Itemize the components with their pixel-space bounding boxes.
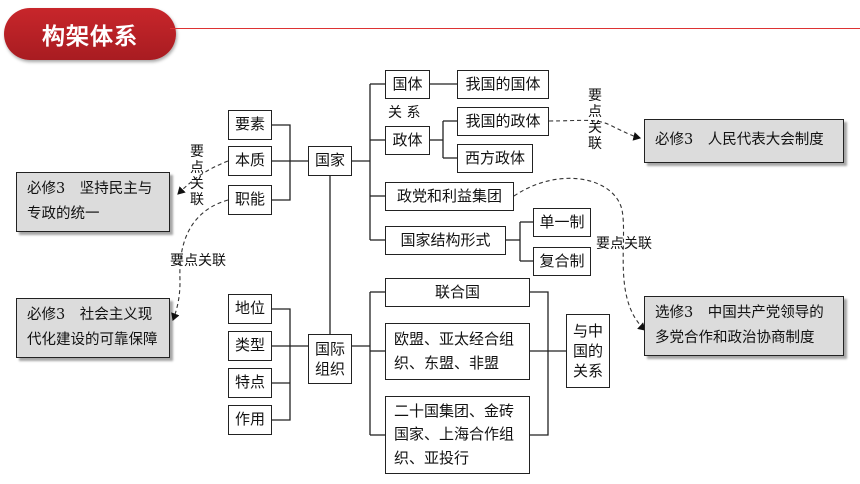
node-role: 作用: [228, 405, 272, 435]
node-structure: 国家结构形式: [385, 226, 506, 255]
key-link-label-4: 要点关联: [596, 236, 652, 252]
node-elements: 要素: [228, 110, 272, 140]
node-federal: 复合制: [533, 247, 591, 276]
section-title: 构架体系: [4, 8, 176, 60]
key-link-label-1: 要 点 关 联: [190, 144, 204, 208]
node-un: 联合国: [385, 278, 530, 307]
node-regime: 政体: [385, 126, 430, 155]
header-divider: [170, 28, 860, 29]
key-link-label-2: 要点关联: [170, 253, 226, 269]
ext-npc: 必修3 人民代表大会制度: [644, 119, 844, 163]
node-eu-apec: 欧盟、亚太经合组 织、东盟、非盟: [385, 323, 530, 380]
node-state: 国家: [308, 146, 352, 176]
key-link-label-3: 要 点 关 联: [588, 88, 602, 152]
node-intl-org: 国际 组织: [308, 334, 352, 384]
node-status: 地位: [228, 294, 272, 324]
node-our-polity: 我国的国体: [457, 70, 549, 99]
node-functions: 职能: [228, 185, 272, 215]
node-essence: 本质: [228, 146, 272, 176]
ext-cpc: 选修3 中国共产党领导的 多党合作和政治协商制度: [644, 296, 844, 356]
node-parties: 政党和利益集团: [385, 182, 514, 211]
ext-democracy: 必修3 坚持民主与 专政的统一: [16, 172, 170, 232]
node-g20: 二十国集团、金砖 国家、上海合作组 织、亚投行: [385, 396, 530, 474]
ext-modernization: 必修3 社会主义现 代化建设的可靠保障: [16, 298, 170, 358]
relation-label: 关 系: [388, 105, 421, 121]
node-types: 类型: [228, 331, 272, 361]
node-characteristics: 特点: [228, 368, 272, 398]
node-unitary: 单一制: [533, 208, 591, 237]
node-our-regime: 我国的政体: [457, 107, 549, 136]
node-western-regime: 西方政体: [457, 144, 533, 173]
node-polity: 国体: [385, 70, 430, 99]
node-china-relation: 与中 国的 关系: [566, 314, 610, 388]
